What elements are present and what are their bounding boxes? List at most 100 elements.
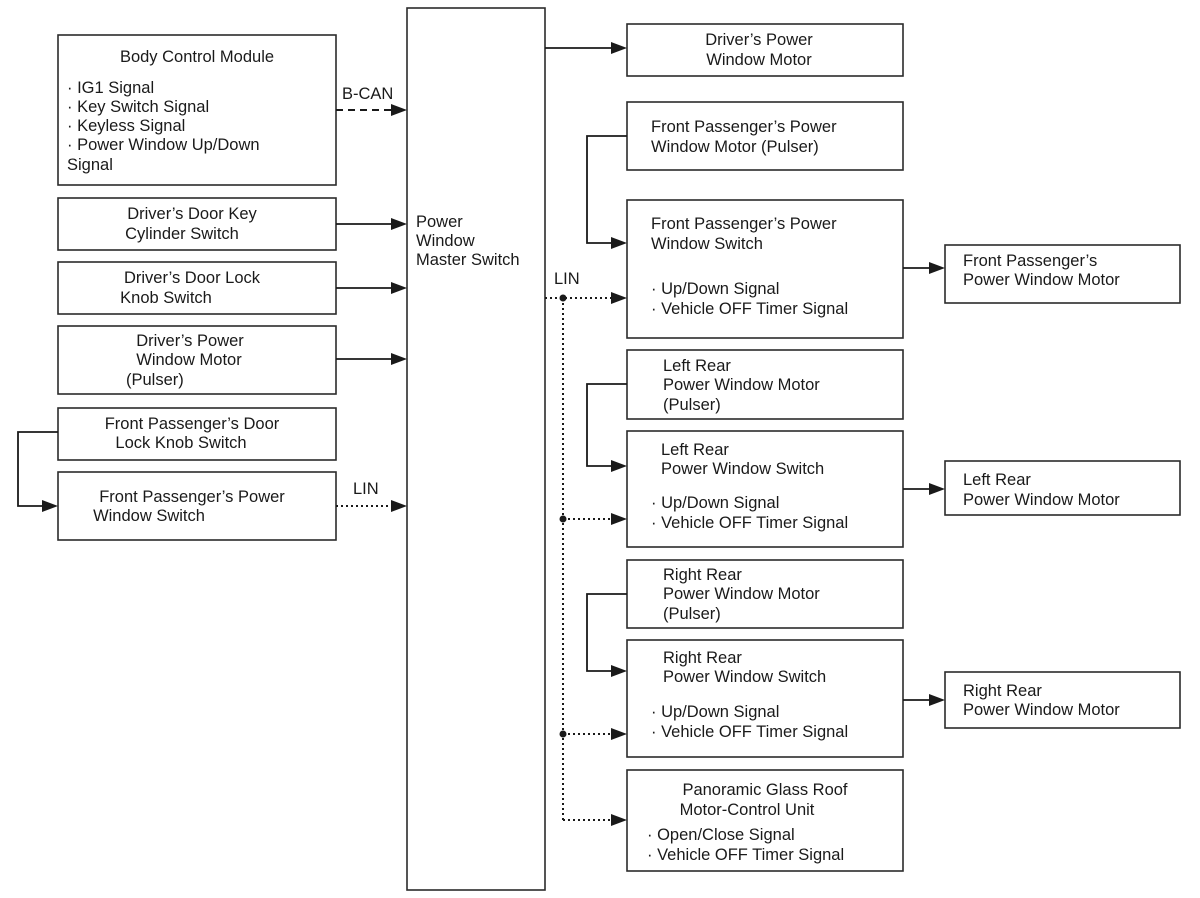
label-line: · Vehicle OFF Timer Signal bbox=[651, 723, 848, 741]
arrowhead bbox=[929, 694, 945, 706]
box-drivers-power-window-motor-pulser: Driver’s Power Window Motor (Pulser) bbox=[57, 325, 337, 395]
label-line: Front Passenger’s Power bbox=[651, 118, 837, 136]
bcm-item-keyless: · Keyless Signal bbox=[67, 117, 185, 135]
label-line: Driver’s Power bbox=[136, 332, 244, 350]
label-line: Left Rear bbox=[663, 357, 731, 375]
arrowhead bbox=[391, 104, 407, 116]
bcm-item-power-window: · Power Window Up/Down bbox=[67, 136, 260, 154]
box-right-rear-power-window-switch: Right Rear Power Window Switch · Up/Down… bbox=[626, 639, 904, 758]
box-panoramic-glass-roof-motor-control-unit: Panoramic Glass Roof Motor-Control Unit … bbox=[626, 769, 904, 872]
label-line: Right Rear bbox=[963, 682, 1042, 700]
bcan-label: B-CAN bbox=[342, 85, 393, 103]
label-line: Window Motor bbox=[706, 51, 812, 69]
label-line: Left Rear bbox=[661, 441, 729, 459]
arrowhead bbox=[391, 353, 407, 365]
bcm-title: Body Control Module bbox=[120, 48, 274, 66]
label-line: Power Window Motor bbox=[663, 376, 820, 394]
label-line: Window Motor (Pulser) bbox=[651, 138, 819, 156]
connector-door-key-cylinder bbox=[336, 218, 407, 230]
connector-lr-switch-to-motor bbox=[903, 483, 945, 495]
label-line: Panoramic Glass Roof bbox=[682, 781, 847, 799]
box-drivers-door-lock-knob-switch: Driver’s Door Lock Knob Switch bbox=[57, 261, 337, 315]
arrowhead bbox=[611, 728, 627, 740]
box-left-rear-power-window-switch: Left Rear Power Window Switch · Up/Down … bbox=[626, 430, 904, 548]
arrowhead bbox=[42, 500, 58, 512]
connector-driver-motor-pulser bbox=[336, 353, 407, 365]
label-line: Power Window Motor bbox=[963, 271, 1120, 289]
junction-dot bbox=[559, 730, 567, 738]
connector-bcan: B-CAN bbox=[336, 85, 407, 116]
junction-dot bbox=[559, 294, 567, 302]
arrowhead bbox=[611, 814, 627, 826]
connector-rr-pulser-to-switch bbox=[586, 593, 627, 677]
label-line: · Vehicle OFF Timer Signal bbox=[651, 300, 848, 318]
label-line: · Up/Down Signal bbox=[651, 703, 779, 721]
label-line: Left Rear bbox=[963, 471, 1031, 489]
lin-right-label: LIN bbox=[554, 270, 580, 288]
connector-lr-pulser-to-switch bbox=[586, 383, 627, 472]
label-line: Front Passenger’s Door bbox=[105, 415, 280, 433]
connector-fp-pulser-to-switch bbox=[586, 135, 627, 249]
bcm-item-signal: Signal bbox=[67, 156, 113, 174]
connector-fp-switch-to-motor bbox=[903, 262, 945, 274]
label-line: Window Switch bbox=[651, 235, 763, 253]
arrowhead bbox=[611, 292, 627, 304]
label-line: Power Window Motor bbox=[963, 701, 1120, 719]
label-line: Cylinder Switch bbox=[125, 225, 239, 243]
box-left-rear-power-window-motor: Left Rear Power Window Motor bbox=[944, 460, 1181, 516]
box-front-passengers-power-window-motor-pulser: Front Passenger’s Power Window Motor (Pu… bbox=[626, 101, 904, 171]
label-line: · Open/Close Signal bbox=[647, 826, 795, 844]
box-front-passengers-power-window-switch-left: Front Passenger’s Power Window Switch bbox=[57, 471, 337, 541]
label-line: Power Window Switch bbox=[663, 668, 826, 686]
arrowhead bbox=[611, 513, 627, 525]
arrowhead bbox=[929, 262, 945, 274]
connector-master-to-driver-motor bbox=[545, 42, 627, 54]
label-line: Driver’s Door Key bbox=[127, 205, 257, 223]
connector-fp-lock-knob-to-switch bbox=[17, 431, 58, 512]
label-line: · Vehicle OFF Timer Signal bbox=[647, 846, 844, 864]
bcm-item-ig1: · IG1 Signal bbox=[67, 79, 154, 97]
lin-left-label: LIN bbox=[353, 480, 379, 498]
connector-lin-left: LIN bbox=[336, 480, 407, 512]
box-front-passengers-power-window-switch: Front Passenger’s Power Window Switch · … bbox=[626, 199, 904, 339]
master-switch-label-2: Window bbox=[416, 232, 475, 250]
master-switch-label-1: Power bbox=[416, 213, 463, 231]
box-body-control-module: Body Control Module · IG1 Signal · Key S… bbox=[57, 34, 337, 186]
label-line: Power Window Motor bbox=[663, 585, 820, 603]
label-line: · Up/Down Signal bbox=[651, 494, 779, 512]
box-right-rear-power-window-motor-pulser: Right Rear Power Window Motor (Pulser) bbox=[626, 559, 904, 629]
label-line: (Pulser) bbox=[126, 371, 184, 389]
label-line: Knob Switch bbox=[120, 289, 212, 307]
label-line: Front Passenger’s Power bbox=[651, 215, 837, 233]
box-drivers-power-window-motor: Driver’s Power Window Motor bbox=[626, 23, 904, 77]
label-line: Window Switch bbox=[93, 507, 205, 525]
arrowhead bbox=[929, 483, 945, 495]
label-line: Driver’s Door Lock bbox=[124, 269, 261, 287]
label-line: · Vehicle OFF Timer Signal bbox=[651, 514, 848, 532]
box-front-passengers-door-lock-knob-switch: Front Passenger’s Door Lock Knob Switch bbox=[57, 407, 337, 461]
box-front-passengers-power-window-motor: Front Passenger’s Power Window Motor bbox=[944, 244, 1181, 304]
label-line: Driver’s Power bbox=[705, 31, 813, 49]
label-line: · Up/Down Signal bbox=[651, 280, 779, 298]
box-left-rear-power-window-motor-pulser: Left Rear Power Window Motor (Pulser) bbox=[626, 349, 904, 420]
bcm-item-key-switch: · Key Switch Signal bbox=[67, 98, 209, 116]
master-switch-label-3: Master Switch bbox=[416, 251, 520, 269]
label-line: Power Window Motor bbox=[963, 491, 1120, 509]
junction-dot bbox=[559, 515, 567, 523]
box-master-switch: Power Window Master Switch bbox=[406, 7, 546, 891]
label-line: Right Rear bbox=[663, 566, 742, 584]
label-line: Front Passenger’s bbox=[963, 252, 1097, 270]
label-line: (Pulser) bbox=[663, 396, 721, 414]
arrowhead bbox=[391, 500, 407, 512]
arrowhead bbox=[611, 665, 627, 677]
arrowhead bbox=[391, 282, 407, 294]
connector-door-lock-knob bbox=[336, 282, 407, 294]
box-drivers-door-key-cylinder-switch: Driver’s Door Key Cylinder Switch bbox=[57, 197, 337, 251]
connector-rr-switch-to-motor bbox=[903, 694, 945, 706]
arrowhead bbox=[391, 218, 407, 230]
label-line: Front Passenger’s Power bbox=[99, 488, 285, 506]
arrowhead bbox=[611, 42, 627, 54]
arrowhead bbox=[611, 237, 627, 249]
label-line: Power Window Switch bbox=[661, 460, 824, 478]
